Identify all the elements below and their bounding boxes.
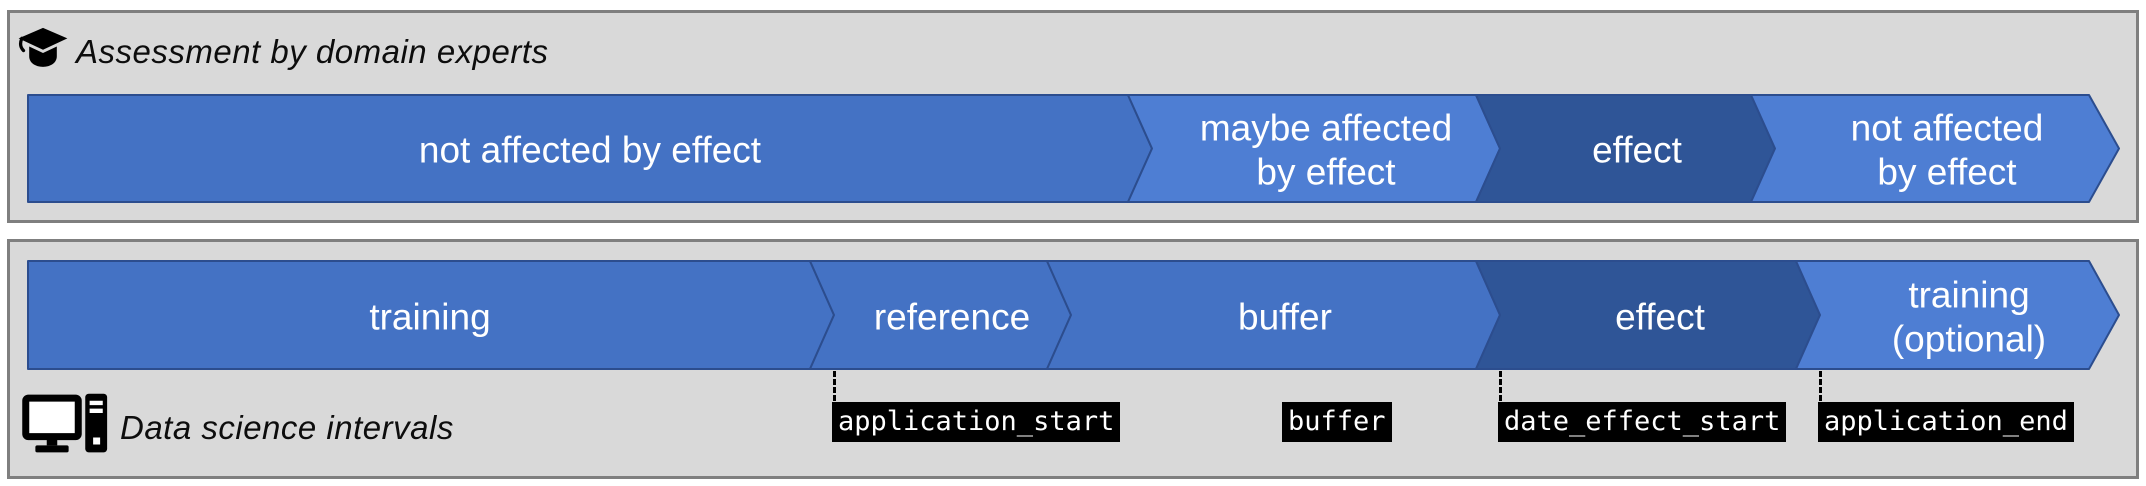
segment-label: not affected by effect — [419, 130, 762, 171]
experts-timeline-bar: not affected by effect maybe affected by… — [27, 94, 2120, 203]
experts-panel-title: Assessment by domain experts — [76, 33, 549, 70]
segment-label: (optional) — [1892, 319, 2046, 360]
marker-label-application-end: application_end — [1818, 402, 2074, 442]
segment-training-optional — [1795, 260, 2120, 370]
desktop-computer-icon — [22, 393, 108, 453]
segment-label: by effect — [1256, 152, 1396, 193]
marker-label-buffer: buffer — [1282, 402, 1392, 442]
segment-label: effect — [1592, 130, 1683, 171]
segment-not-affected-right — [1750, 94, 2120, 203]
marker-label-date-effect-start: date_effect_start — [1498, 402, 1787, 442]
dashed-line-date-effect-start — [1499, 371, 1502, 401]
datascience-timeline-bar: training reference buffer effect trainin… — [27, 260, 2120, 370]
graduation-cap-icon — [18, 27, 68, 67]
segment-label: training — [1908, 275, 2029, 316]
segment-label: maybe affected — [1200, 108, 1452, 149]
segment-label: training — [369, 297, 490, 338]
segment-label: effect — [1615, 297, 1706, 338]
dashed-line-application-start — [833, 371, 836, 401]
marker-label-application-start: application_start — [832, 402, 1121, 442]
segment-label: buffer — [1238, 297, 1332, 338]
segment-label: not affected — [1851, 108, 2044, 149]
segment-label: by effect — [1877, 152, 2017, 193]
dashed-line-application-end — [1819, 371, 1822, 401]
datascience-panel-title: Data science intervals — [120, 409, 454, 446]
segment-label: reference — [874, 297, 1030, 338]
